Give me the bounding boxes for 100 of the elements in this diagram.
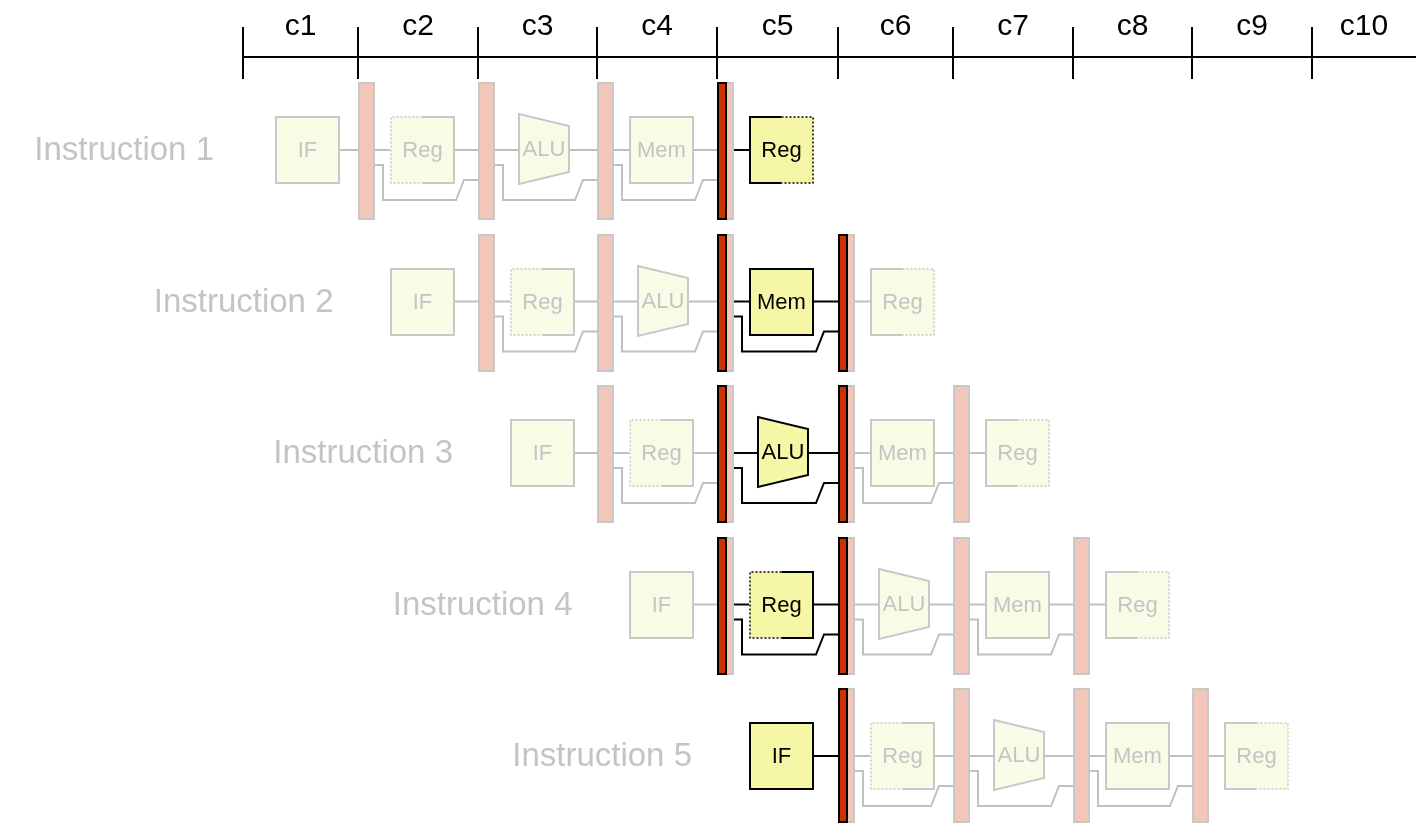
- connector-line: [454, 149, 479, 151]
- register-file-stage: [1105, 570, 1170, 639]
- cycle-label: c8: [1116, 8, 1149, 42]
- stage-label: Mem: [757, 288, 806, 315]
- connector-line: [813, 755, 839, 757]
- pipeline-stage-box: [749, 722, 814, 790]
- connector-line: [494, 164, 598, 201]
- connector-line: [574, 300, 598, 303]
- pipeline-stage-box: [629, 116, 694, 184]
- pipeline-register-bar: [717, 385, 734, 523]
- pipeline-register-bar: [597, 233, 614, 372]
- connector-line: [854, 770, 954, 807]
- connector-line: [854, 452, 871, 454]
- connector-line: [733, 618, 839, 656]
- stage-label: Reg: [761, 137, 802, 163]
- connector-line: [969, 770, 1074, 807]
- pipeline-register-bar: [717, 536, 734, 675]
- cycle-label: c3: [521, 8, 554, 42]
- pipeline-register-bar: [953, 385, 970, 523]
- connector-line: [1089, 770, 1193, 807]
- connector-line: [613, 315, 718, 353]
- stage-label: IF: [771, 743, 792, 769]
- register-file-stage: [749, 570, 814, 639]
- register-file-stage: [870, 267, 935, 336]
- register-file-stage: [985, 419, 1050, 487]
- connector-line: [613, 149, 630, 151]
- connector-line: [969, 755, 994, 757]
- pipeline-stage-box: [870, 419, 935, 487]
- connector-line: [693, 452, 718, 454]
- pipeline-stage-box: [749, 267, 814, 336]
- pipeline-register-bar: [717, 233, 734, 372]
- connector-line: [494, 300, 511, 303]
- pipeline-register-bar: [597, 82, 614, 220]
- connector-line: [374, 164, 479, 201]
- connector-line: [934, 452, 954, 454]
- register-file-stage: [870, 722, 935, 790]
- register-file-stage: [1224, 722, 1289, 790]
- connector-line: [688, 300, 718, 303]
- connector-line: [569, 149, 598, 151]
- connector-line: [733, 603, 750, 606]
- connector-line: [733, 315, 839, 353]
- alu-stage: [993, 719, 1045, 791]
- connector-line: [1089, 603, 1106, 606]
- register-file-stage: [629, 419, 694, 487]
- stage-label: ALU: [761, 439, 805, 465]
- pipeline-register-bar: [838, 385, 855, 523]
- pipeline-stage-box: [629, 570, 694, 639]
- cycle-label: c10: [1339, 8, 1389, 42]
- pipeline-register-bar: [953, 536, 970, 675]
- pipeline-register-bar: [597, 385, 614, 523]
- connector-line: [969, 452, 986, 454]
- connector-line: [339, 149, 359, 151]
- pipeline-register-bar: [717, 82, 734, 220]
- register-file-stage: [390, 116, 455, 184]
- connector-line: [494, 149, 519, 151]
- instruction-label: Instruction 5: [512, 736, 692, 774]
- alu-stage: [757, 416, 809, 488]
- connector-line: [1169, 755, 1193, 757]
- connector-line: [613, 452, 630, 454]
- cycle-label: c7: [997, 8, 1029, 42]
- register-file-stage: [749, 116, 814, 184]
- pipeline-register-bar: [1073, 536, 1090, 675]
- connector-line: [574, 452, 598, 454]
- connector-line: [733, 149, 750, 151]
- pipeline-stage-box: [985, 570, 1050, 639]
- connector-line: [813, 603, 839, 606]
- connector-line: [1208, 755, 1225, 757]
- connector-line: [854, 755, 871, 757]
- pipeline-register-bar: [478, 233, 495, 372]
- connector-line: [613, 164, 718, 201]
- connector-line: [854, 603, 879, 606]
- instruction-label: Instruction 2: [153, 281, 334, 320]
- connector-line: [733, 300, 750, 303]
- cycle-label: c9: [1236, 8, 1268, 42]
- connector-line: [693, 149, 718, 151]
- pipeline-register-bar: [478, 82, 495, 220]
- connector-line: [733, 452, 758, 454]
- pipeline-register-bar: [838, 688, 855, 823]
- pipeline-register-bar: [1192, 688, 1209, 823]
- cycle-label: c1: [284, 8, 317, 42]
- connector-line: [494, 315, 598, 353]
- cycle-label: c2: [402, 8, 434, 42]
- pipeline-stage-box: [510, 419, 575, 487]
- instruction-label: Instruction 4: [392, 584, 573, 623]
- connector-line: [733, 467, 839, 504]
- pipeline-stage-box: [1105, 722, 1170, 790]
- connector-line: [374, 149, 391, 151]
- pipeline-register-bar: [1073, 688, 1090, 823]
- connector-line: [808, 452, 839, 454]
- connector-line: [693, 603, 718, 606]
- cycle-label: c5: [761, 8, 794, 42]
- pipeline-register-bar: [358, 82, 375, 220]
- connector-line: [613, 467, 718, 504]
- connector-line: [854, 618, 954, 656]
- alu-stage: [878, 567, 930, 640]
- connector-line: [969, 603, 986, 606]
- connector-line: [1089, 755, 1106, 757]
- connector-line: [1044, 755, 1074, 757]
- pipeline-register-bar: [838, 536, 855, 675]
- connector-line: [854, 467, 954, 504]
